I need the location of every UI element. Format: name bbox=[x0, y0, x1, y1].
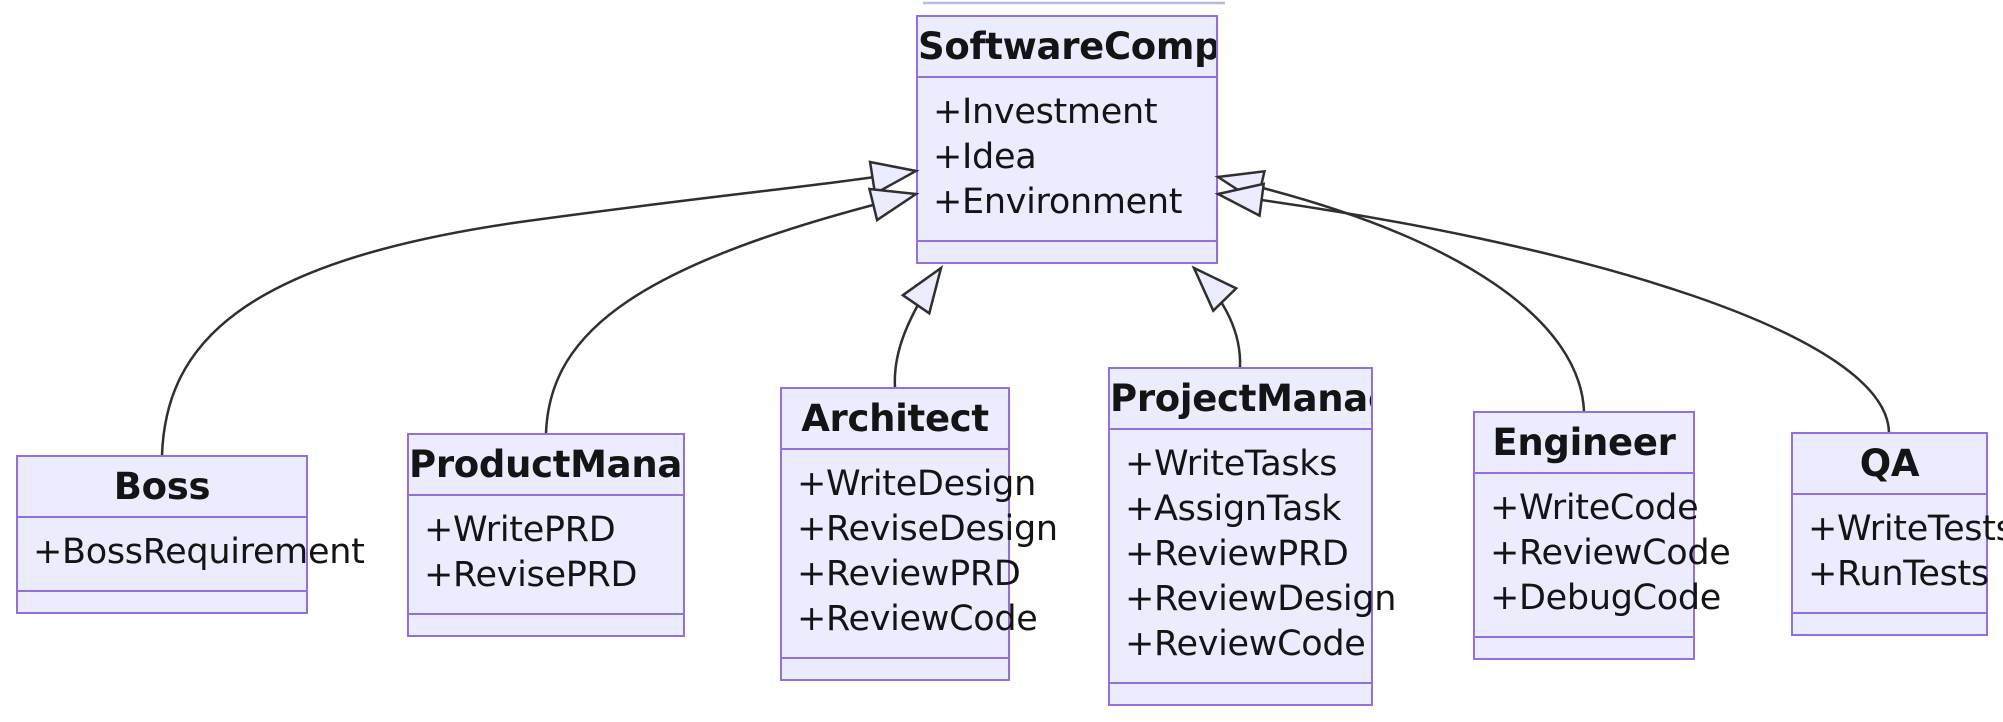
class-title: Boss bbox=[18, 457, 306, 518]
class-member: +ReviewCode bbox=[797, 599, 1038, 639]
class-member: +WriteTests bbox=[1808, 509, 2003, 549]
class-members: +WriteCode +ReviewCode +DebugCode bbox=[1475, 474, 1731, 636]
class-methods-empty bbox=[918, 240, 1216, 262]
class-box-engineer: Engineer +WriteCode +ReviewCode +DebugCo… bbox=[1473, 411, 1731, 660]
class-box-architect: Architect +WriteDesign +ReviseDesign +Re… bbox=[780, 387, 1058, 681]
class-member: +RevisePRD bbox=[424, 555, 638, 595]
class-member: +ReviewCode bbox=[1125, 624, 1366, 664]
class-box-boss: Boss +BossRequirement bbox=[16, 455, 365, 614]
class-methods-empty bbox=[1110, 682, 1371, 704]
class-title: ProductManager bbox=[409, 435, 683, 496]
class-title: Architect bbox=[782, 389, 1008, 450]
class-member: +ReviseDesign bbox=[797, 509, 1058, 549]
class-member: +WriteDesign bbox=[797, 464, 1036, 504]
class-member: +Investment bbox=[933, 92, 1158, 132]
class-title: SoftwareCompany bbox=[918, 17, 1216, 78]
class-methods-empty bbox=[409, 613, 683, 635]
class-member: +WritePRD bbox=[424, 510, 616, 550]
class-box-productmanager: ProductManager +WritePRD +RevisePRD bbox=[407, 433, 685, 637]
class-member: +RunTests bbox=[1808, 554, 1989, 594]
class-methods-empty bbox=[1475, 636, 1693, 658]
class-member: +ReviewPRD bbox=[797, 554, 1021, 594]
class-box-qa: QA +WriteTests +RunTests bbox=[1791, 432, 2003, 636]
class-title: QA bbox=[1793, 434, 1986, 495]
class-member: +Environment bbox=[933, 182, 1183, 222]
class-member: +BossRequirement bbox=[33, 532, 365, 572]
class-member: +DebugCode bbox=[1490, 578, 1722, 618]
class-members: +WritePRD +RevisePRD bbox=[409, 496, 683, 613]
class-title: ProjectManager bbox=[1110, 369, 1371, 430]
class-methods-empty bbox=[1793, 612, 1986, 634]
class-member: +ReviewCode bbox=[1490, 533, 1731, 573]
class-members: +WriteTests +RunTests bbox=[1793, 495, 2003, 612]
edge-architect-softwarecompany bbox=[893, 264, 944, 388]
class-members: +WriteDesign +ReviseDesign +ReviewPRD +R… bbox=[782, 450, 1058, 657]
class-box-projectmanager: ProjectManager +WriteTasks +AssignTask +… bbox=[1108, 367, 1397, 706]
class-members: +WriteTasks +AssignTask +ReviewPRD +Revi… bbox=[1110, 430, 1397, 682]
edge-projectmanager-softwarecompany bbox=[1191, 265, 1242, 368]
class-member: +Idea bbox=[933, 137, 1037, 177]
class-member: +WriteCode bbox=[1490, 488, 1699, 528]
class-box-softwarecompany: SoftwareCompany +Investment +Idea +Envir… bbox=[916, 15, 1218, 264]
class-member: +ReviewPRD bbox=[1125, 534, 1349, 574]
class-methods-empty bbox=[18, 590, 306, 612]
class-member: +AssignTask bbox=[1125, 489, 1342, 529]
class-member: +ReviewDesign bbox=[1125, 579, 1397, 619]
class-members: +BossRequirement bbox=[18, 518, 365, 590]
class-member: +WriteTasks bbox=[1125, 444, 1338, 484]
class-title: Engineer bbox=[1475, 413, 1693, 474]
class-methods-empty bbox=[782, 657, 1008, 679]
class-members: +Investment +Idea +Environment bbox=[918, 78, 1216, 240]
